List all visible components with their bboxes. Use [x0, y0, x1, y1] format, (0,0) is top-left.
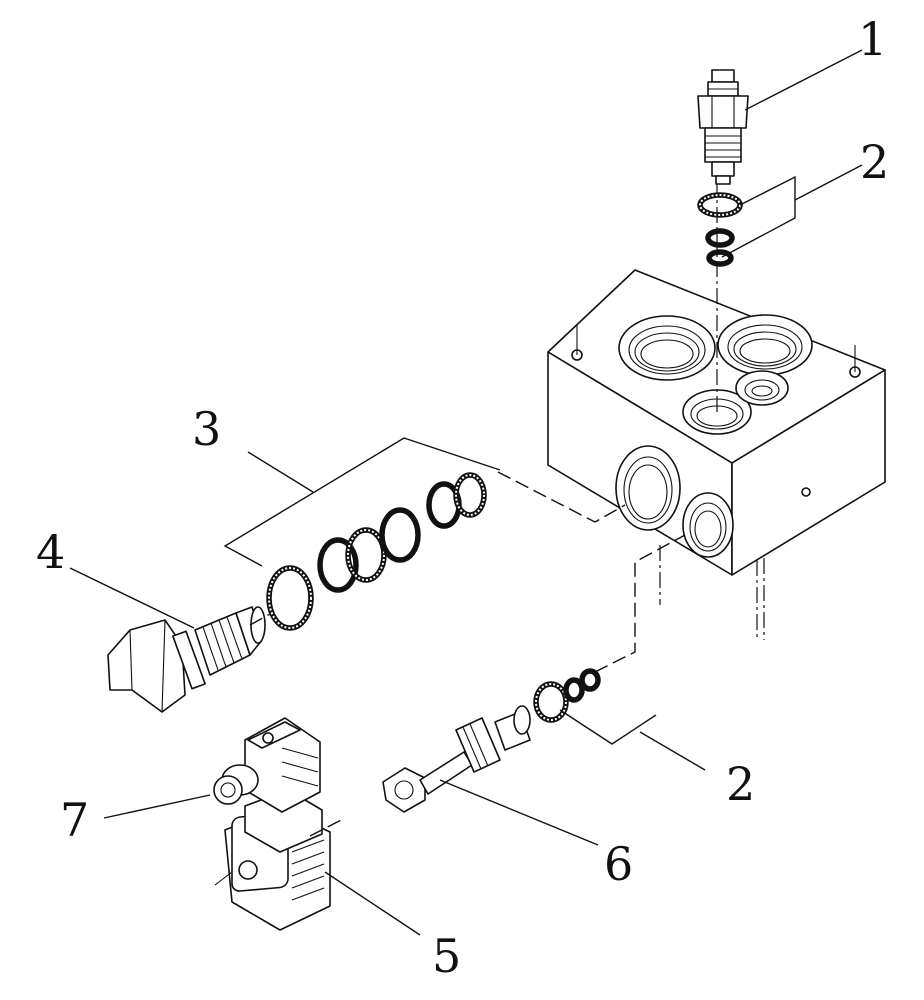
callout-4: 4: [36, 525, 65, 579]
part-2-seal-rings-top: [697, 192, 743, 267]
valve-manifold-block: [547, 180, 886, 640]
callout-6: 6: [604, 837, 633, 891]
part-5-solenoid-coil: [224, 789, 331, 931]
part-7-electrical-connector: [213, 717, 321, 886]
part-1-cartridge-valve: [697, 69, 749, 185]
callout-2-top: 2: [860, 135, 889, 189]
part-2-seal-rings-bottom: [533, 668, 601, 723]
part-6-solenoid-stem: [382, 705, 531, 813]
part-3-o-ring-set: [223, 437, 501, 631]
callout-labels: 1 2 3 4 2 7 6 5: [36, 12, 889, 983]
leader-lines: [69, 49, 863, 936]
callout-1: 1: [858, 12, 887, 66]
callout-2-bottom: 2: [726, 757, 755, 811]
callout-5: 5: [432, 929, 461, 983]
callout-3: 3: [192, 402, 221, 456]
callout-7: 7: [60, 793, 89, 847]
assembly-paths: [249, 471, 686, 837]
part-4-hex-plug-valve: [107, 606, 266, 713]
